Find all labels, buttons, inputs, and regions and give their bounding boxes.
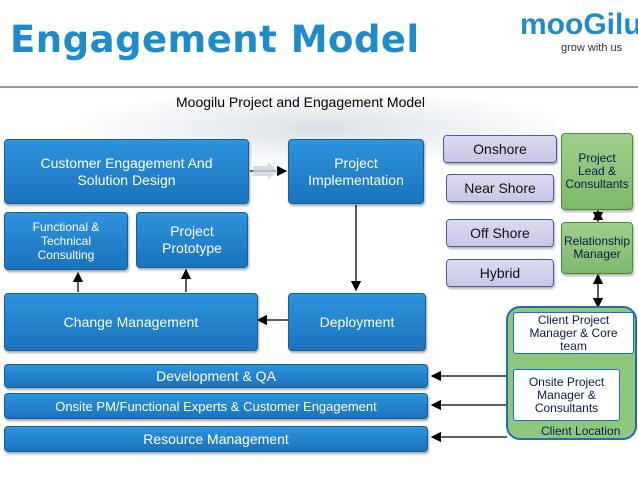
pointer-arrow: [253, 162, 278, 180]
resource-management-bar: Resource Management: [4, 426, 428, 452]
diagram-subtitle: Moogilu Project and Engagement Model: [176, 94, 426, 110]
off-shore-box: Off Shore: [446, 219, 554, 247]
relationship-manager-box: Relationship Manager: [561, 222, 633, 274]
client-project-manager-box: Client Project Manager & Core team: [513, 312, 634, 354]
project-prototype-box: Project Prototype: [136, 212, 248, 268]
page-title: Engagement Model: [10, 18, 420, 61]
change-management-box: Change Management: [4, 293, 258, 351]
project-lead-box: Project Lead & Consultants: [561, 133, 633, 210]
customer-engagement-box: Customer Engagement And Solution Design: [4, 139, 249, 204]
logo-tagline: grow with us: [561, 42, 623, 54]
project-implementation-box: Project Implementation: [288, 139, 424, 204]
company-logo: mooGilu: [520, 8, 638, 41]
functional-technical-box: Functional & Technical Consulting: [4, 212, 128, 270]
deployment-box: Deployment: [288, 293, 426, 351]
hybrid-box: Hybrid: [446, 259, 554, 287]
header-divider: [0, 86, 638, 88]
near-shore-box: Near Shore: [446, 174, 554, 202]
onshore-box: Onshore: [443, 135, 557, 163]
onsite-pm-bar: Onsite PM/Functional Experts & Customer …: [4, 393, 428, 419]
onsite-project-manager-box: Onsite Project Manager & Consultants: [513, 369, 620, 421]
development-qa-bar: Development & QA: [4, 364, 428, 388]
client-location-label: Client Location: [541, 424, 621, 438]
